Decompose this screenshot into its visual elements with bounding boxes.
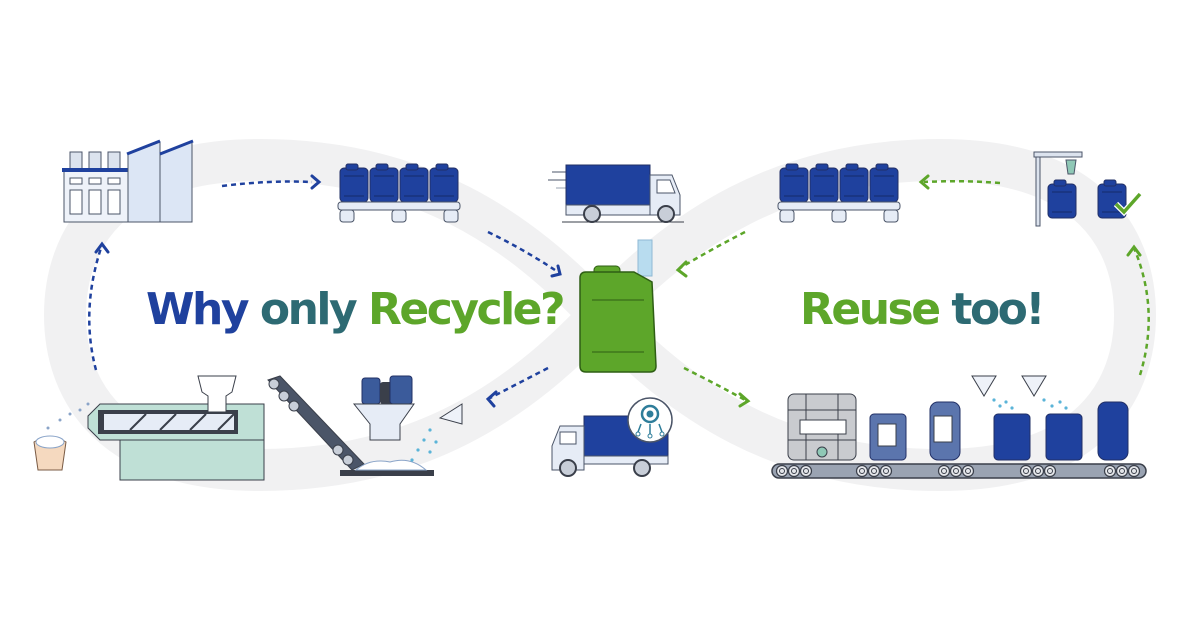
pallet-with-canisters-right <box>778 164 900 222</box>
arrow-pallet-to-canister <box>487 230 559 274</box>
headline-word: too! <box>951 284 1045 335</box>
shredder-hopper-icon <box>352 375 463 462</box>
hands-with-pellets-icon <box>33 402 90 471</box>
arrow-canister-to-shredder <box>489 366 549 400</box>
headline-word: Reuse <box>800 284 941 335</box>
headline-word: Why <box>146 284 250 335</box>
delivery-truck-icon <box>548 164 684 223</box>
arrow-filling-to-pallet <box>923 179 1001 185</box>
headline-word: only <box>259 284 358 335</box>
checkmark-icon <box>1114 192 1142 215</box>
flow-arrows <box>88 179 1150 402</box>
arrow-conveyor-to-filling <box>1132 247 1150 376</box>
headline-word: Recycle? <box>368 284 566 335</box>
reconditioning-conveyor-icon <box>771 375 1147 479</box>
headline-why-only-recycle: Why only Recycle? <box>146 284 566 335</box>
collection-truck-icon <box>551 397 673 477</box>
arrow-canister-to-conveyor <box>683 366 746 402</box>
pallet-with-canisters-left <box>338 164 460 222</box>
extruder-icon <box>87 375 265 481</box>
arrow-pellets-to-factory <box>88 244 104 371</box>
factory-icon <box>62 139 194 223</box>
headline-reuse-too: Reuse too! <box>800 284 1045 335</box>
green-canister-icon <box>579 239 657 373</box>
arrow-pallet-to-canister-green <box>679 230 746 270</box>
incline-conveyor-icon <box>267 375 434 476</box>
arrow-factory-to-pallet <box>221 180 313 188</box>
gear-badge-icon <box>627 397 673 443</box>
filling-station-icon <box>1033 151 1143 227</box>
